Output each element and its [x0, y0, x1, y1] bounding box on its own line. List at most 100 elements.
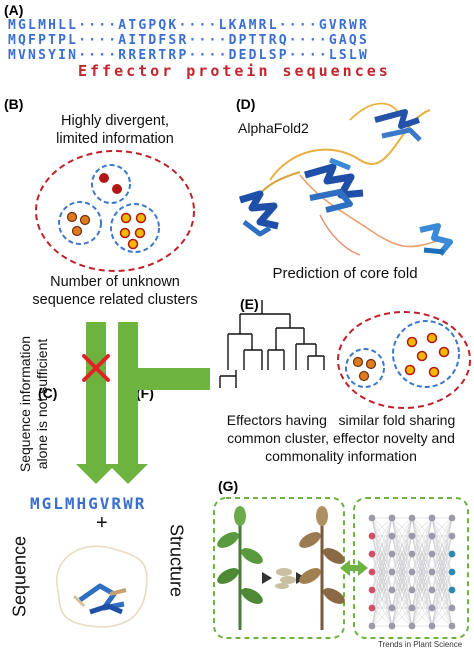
network-node	[368, 514, 376, 522]
cluster-ring-right	[110, 203, 160, 253]
network-node	[448, 568, 456, 576]
network-node	[428, 604, 436, 612]
network-node	[448, 586, 456, 594]
network-node	[448, 604, 456, 612]
network-node	[408, 532, 416, 540]
panel-e-text-line2: common cluster, effector novelty and	[227, 430, 455, 446]
panel-b-footer-line1: Number of unknown	[50, 274, 180, 290]
network-node	[388, 622, 396, 630]
cluster-ring-left	[58, 201, 102, 245]
network-node	[448, 514, 456, 522]
network-node	[388, 532, 396, 540]
network-node	[408, 586, 416, 594]
network-node	[368, 568, 376, 576]
arrow-f	[108, 322, 210, 484]
sequence-fragment: MVNSYIN	[8, 48, 79, 63]
network-node	[428, 622, 436, 630]
healthy-plant-illustration	[217, 506, 263, 630]
panel-d-caption: Prediction of core fold	[272, 265, 418, 282]
network-node	[368, 622, 376, 630]
beta-sheet-domain-top	[374, 109, 422, 142]
pathogen-illustration	[275, 568, 296, 589]
network-node	[408, 604, 416, 612]
network-node	[388, 514, 396, 522]
panel-e-label: (E)	[240, 296, 259, 312]
neural-network-frame	[353, 497, 469, 639]
network-node	[388, 550, 396, 558]
panel-c-label: (C)	[38, 385, 58, 401]
yellow-dot	[120, 212, 132, 224]
network-node	[428, 568, 436, 576]
orange-dot	[352, 356, 364, 368]
yellow-dot	[135, 212, 147, 224]
network-node	[408, 550, 416, 558]
green-arrows	[76, 322, 210, 484]
plus-sign: +	[96, 512, 108, 534]
protein-structure-small	[55, 545, 148, 628]
network-node	[428, 514, 436, 522]
network-node	[368, 532, 376, 540]
panel-e-cluster-diagram	[337, 311, 471, 409]
journal-credit: Trends in Plant Science	[378, 640, 463, 649]
yellow-dot	[119, 227, 131, 239]
orange-dot	[358, 370, 370, 382]
coil-loop	[299, 174, 441, 248]
coil-loop	[319, 214, 361, 256]
beta-sheet-domain-bottom-right	[419, 223, 453, 256]
panel-b-label: (B)	[4, 96, 24, 112]
sequence-gap: ····	[278, 18, 319, 33]
sequence-fragment: RRERTRP	[118, 48, 189, 63]
coil-loop	[349, 102, 401, 121]
sequence-title: Effector protein sequences	[78, 62, 391, 80]
network-node	[368, 604, 376, 612]
sequence-fragment: LSLW	[328, 48, 369, 63]
sequence-fragment: DEDLSP	[228, 48, 289, 63]
orange-dot	[79, 214, 91, 226]
panel-b-heading-line2: limited information	[56, 131, 174, 147]
beta-sheet-domain-left	[238, 190, 279, 237]
phylogenetic-tree	[219, 300, 325, 388]
outer-cluster-ring	[35, 150, 195, 272]
arrow-c	[76, 322, 116, 484]
panel-b-heading-line1: Highly divergent,	[61, 113, 169, 129]
double-arrow-icon	[340, 560, 368, 576]
coil-loop	[269, 109, 431, 181]
orange-dot	[365, 358, 377, 370]
yellow-dot	[426, 332, 438, 344]
sequence-fragment: MGLMHLL	[8, 18, 79, 33]
network-node	[448, 550, 456, 558]
beta-sheet-domain-center	[304, 157, 364, 213]
sequence-fragment: ATGPQK	[118, 18, 179, 33]
network-node	[428, 532, 436, 540]
outer-cluster-ring	[337, 311, 471, 409]
sequence-gap: ····	[288, 48, 329, 63]
network-node	[408, 568, 416, 576]
sequence-fragment: LKAMRL	[218, 18, 279, 33]
alphafold-structure-illustration	[238, 102, 453, 256]
cluster-ring-left	[345, 348, 385, 388]
sequence-gap: ····	[178, 18, 219, 33]
yellow-dot	[134, 227, 146, 239]
orange-dot	[71, 225, 83, 237]
panel-b-footer-line2: sequence related clusters	[32, 292, 198, 308]
sequence-row: MGLMHLL····ATGPQK····LKAMRL····GVRWR	[8, 18, 369, 33]
arrow-right-icon	[262, 572, 272, 584]
diseased-plant-illustration	[299, 506, 345, 630]
alphafold-label: AlphaFold2	[238, 120, 309, 136]
sequence-gap: ····	[78, 18, 119, 33]
network-node	[368, 586, 376, 594]
red-x-icon	[82, 354, 110, 382]
sequence-fragment: GVRWR	[318, 18, 369, 33]
yellow-dot	[416, 350, 428, 362]
network-node	[408, 514, 416, 522]
panel-e-text-line1: Effectors having similar fold sharing	[226, 412, 456, 428]
sequence-gap: ····	[78, 33, 119, 48]
sequence-gap: ····	[188, 48, 229, 63]
network-node	[368, 550, 376, 558]
sequence-fragment: GAQS	[328, 33, 369, 48]
network-node	[448, 622, 456, 630]
sequence-fragment: AITDFSR	[118, 33, 189, 48]
panel-d-label: (D)	[236, 96, 256, 112]
